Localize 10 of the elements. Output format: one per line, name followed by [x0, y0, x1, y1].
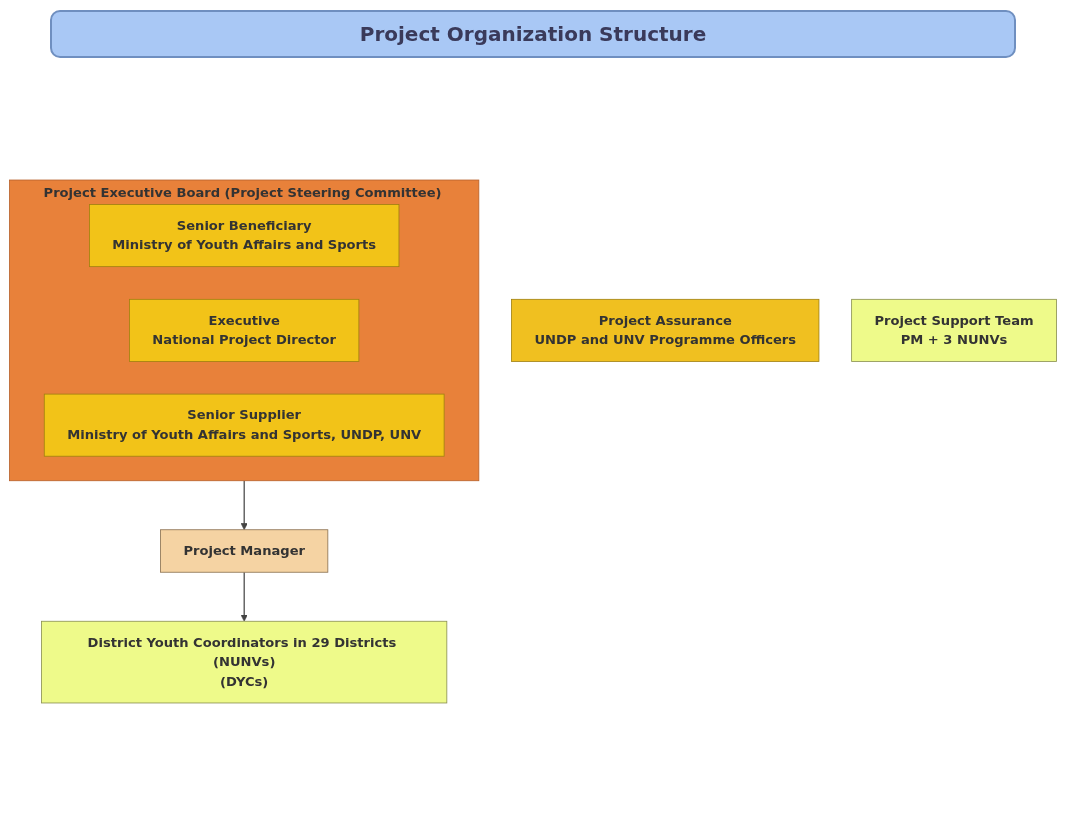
title-banner: Project Organization Structure — [50, 10, 1016, 58]
node-box: Project Support Team PM + 3 NUNVs — [851, 298, 1057, 362]
arrow — [240, 571, 248, 622]
node-box: Executive National Project Director — [129, 298, 360, 362]
node-box: Senior Supplier Ministry of Youth Affairs and Sports, UNDP, UNV — [43, 393, 445, 457]
node-box: Senior Beneficiary Ministry of Youth Affairs and Sports — [89, 204, 400, 268]
arrow — [240, 480, 248, 531]
node-box: Project Manager — [160, 529, 329, 573]
node-box: Project Assurance UNDP and UNV Programme Officers — [511, 298, 820, 362]
node-box: District Youth Coordinators in 29 Districts (NUNVs) (DYCs) — [41, 620, 448, 704]
